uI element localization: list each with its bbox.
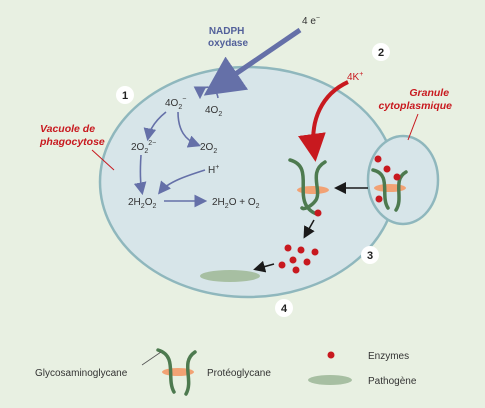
cytoplasmic-granule xyxy=(366,134,440,226)
potassium-arrow xyxy=(298,80,349,162)
enzyme-released xyxy=(314,209,322,217)
step-3-marker: 3 xyxy=(361,246,379,264)
released-enzymes-cluster xyxy=(278,244,319,274)
products: 2H2O + O2 xyxy=(212,197,260,210)
svg-text:1: 1 xyxy=(122,90,128,102)
vacuole-leader xyxy=(91,149,115,171)
step-4-marker: 4 xyxy=(275,299,293,317)
arrow-proton-to-h2o2 xyxy=(157,169,206,195)
potassium-label: 4K+ xyxy=(347,71,363,83)
o2-minus: 4O2− xyxy=(165,96,186,111)
legend-enzymes: Enzymes xyxy=(368,351,409,362)
arrow-superoxide-to-peroxide xyxy=(143,111,167,142)
nadph-arrow xyxy=(203,27,302,96)
proteoglycan-in-granule xyxy=(371,168,408,212)
granule-enzymes xyxy=(374,155,401,203)
arrow-superoxide-to-o2 xyxy=(177,111,201,148)
legend-proteoglycan-symbol xyxy=(156,348,197,396)
legend-pg: Protéoglycane xyxy=(207,368,271,379)
granule-leader xyxy=(407,113,419,141)
svg-text:2: 2 xyxy=(378,47,384,59)
legend-gag: Glycosaminoglycane xyxy=(35,368,128,379)
phagocytic-vacuole xyxy=(98,65,398,299)
step-1-marker: 1 xyxy=(116,86,134,104)
nadph-label: NADPH oxydase xyxy=(208,26,248,49)
svg-text:3: 3 xyxy=(367,250,373,262)
proton: H+ xyxy=(208,164,219,176)
h2o2: 2H2O2 xyxy=(128,197,156,210)
arrow-release xyxy=(303,219,315,239)
step-2-marker: 2 xyxy=(372,43,390,61)
o2-4: 4O2 xyxy=(205,105,222,118)
electrons-label: 4 e− xyxy=(302,15,320,27)
legend-enzyme-dot xyxy=(327,351,335,359)
arrow-peroxide-to-h2o2 xyxy=(133,154,147,196)
o2-2: 2O2 xyxy=(200,142,217,155)
arrow-o2-to-superoxide xyxy=(193,86,219,100)
arrow-to-pathogen xyxy=(253,260,275,273)
granule-label: Granule cytoplasmique xyxy=(378,87,452,112)
pathogen-in-vacuole xyxy=(200,270,260,282)
svg-text:4: 4 xyxy=(281,303,288,315)
legend-gag-leader xyxy=(141,351,162,366)
o2-2minus: 2O22− xyxy=(131,140,156,155)
legend-pathogen-shape xyxy=(308,375,352,385)
legend-pathogen: Pathogène xyxy=(368,376,417,387)
vacuole-label: Vacuole de phagocytose xyxy=(39,123,105,148)
